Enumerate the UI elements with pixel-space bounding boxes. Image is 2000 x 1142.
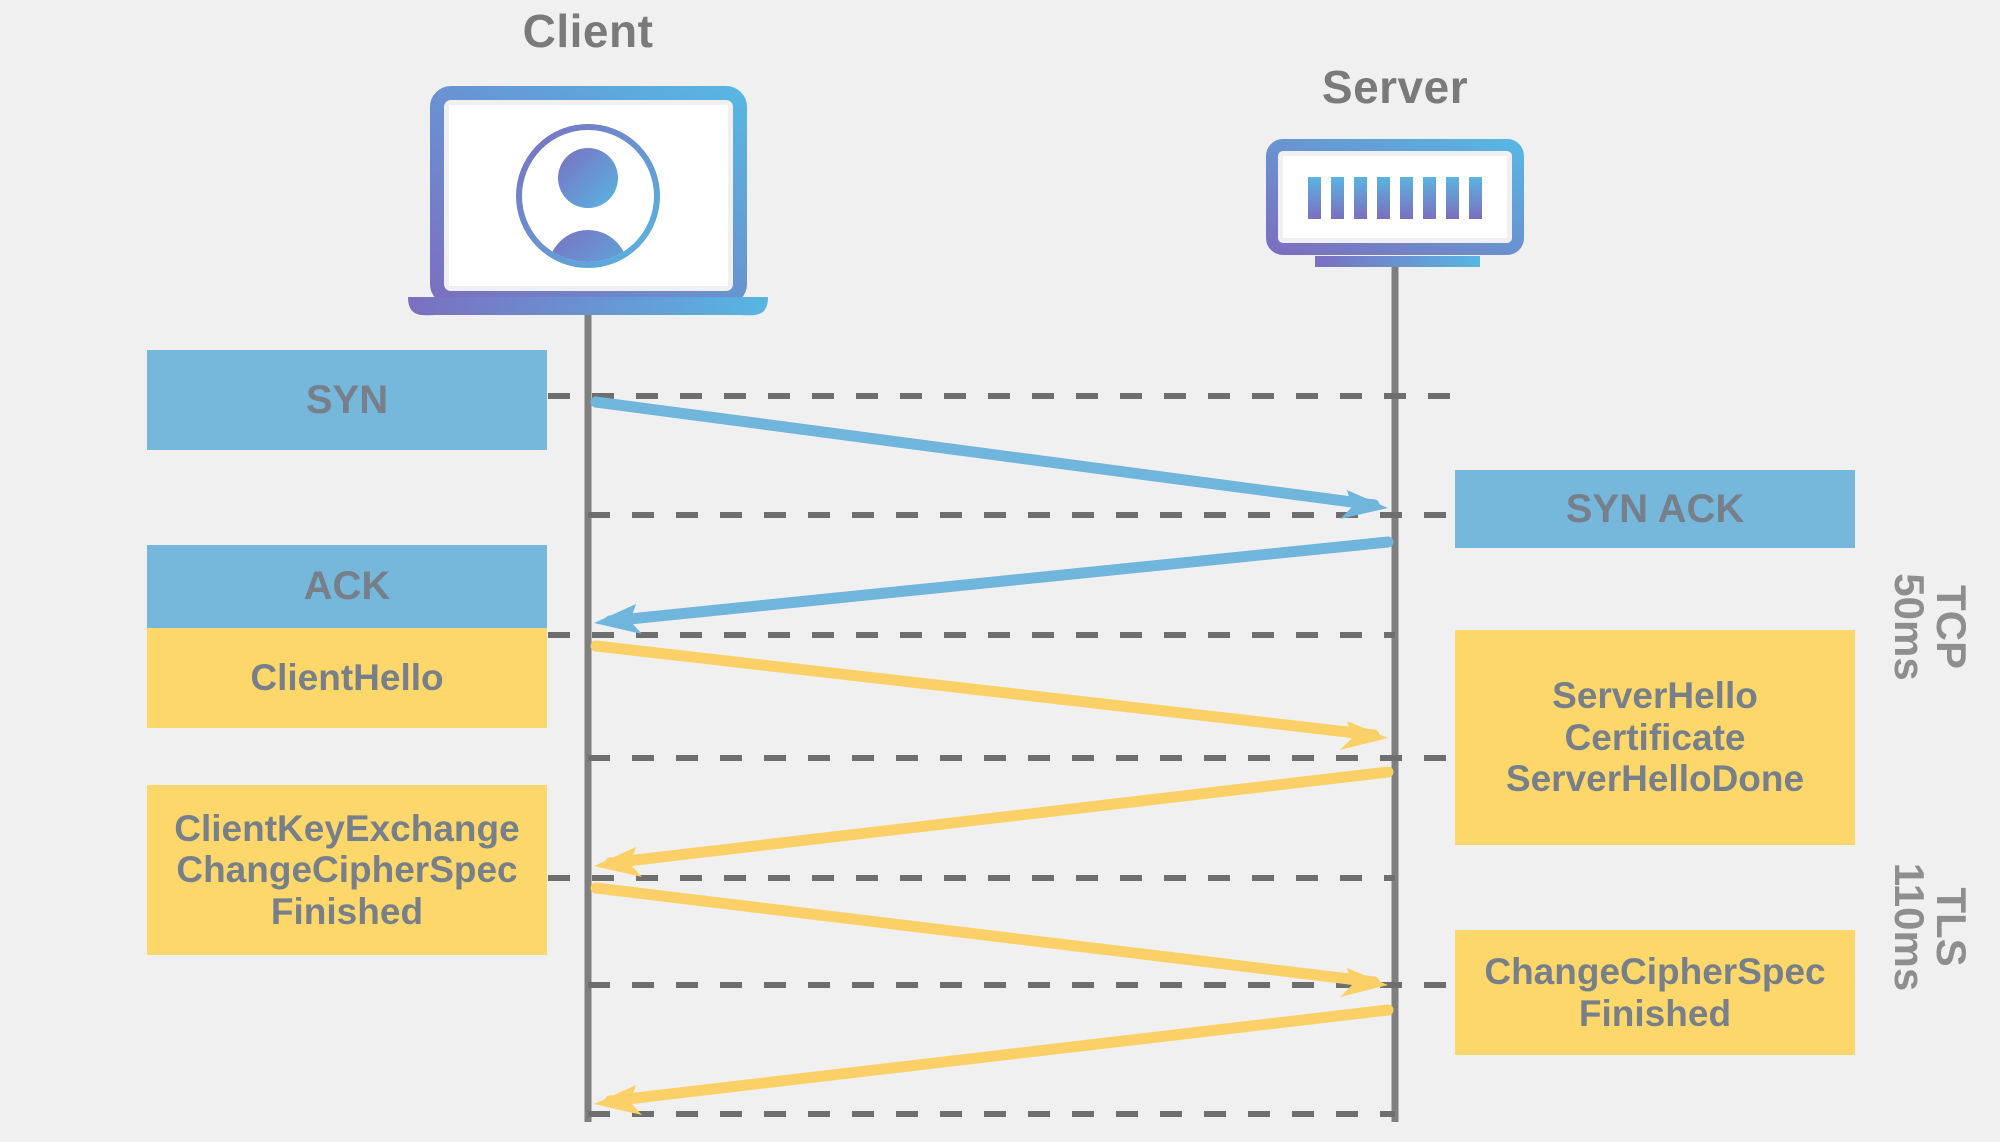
arrow-server-finished [594, 1004, 1394, 1115]
message-box-server-change-cipher[interactable]: ChangeCipherSpec Finished [1455, 930, 1855, 1055]
arrow-client-hello [590, 640, 1388, 750]
arrow-client-key-exchange [590, 882, 1388, 997]
message-label-client-hello: ClientHello [250, 657, 444, 699]
message-label-ack: ACK [303, 564, 391, 609]
message-label-server-hello: ServerHello Certificate ServerHelloDone [1505, 675, 1805, 800]
arrow-syn [590, 396, 1388, 519]
message-label-syn: SYN [305, 377, 389, 422]
message-label-syn-ack: SYN ACK [1565, 486, 1745, 531]
phase-label-tcp: TCP 50ms [1886, 573, 1975, 681]
message-box-client-key-exchange[interactable]: ClientKeyExchange ChangeCipherSpec Finis… [147, 785, 547, 955]
arrow-server-hello [594, 766, 1394, 877]
message-box-ack[interactable]: ACK [147, 545, 547, 628]
phase-label-tls: TLS 110ms [1886, 862, 1975, 992]
message-box-syn[interactable]: SYN [147, 350, 547, 450]
message-label-server-change-cipher: ChangeCipherSpec Finished [1484, 951, 1826, 1034]
message-label-client-key-exchange: ClientKeyExchange ChangeCipherSpec Finis… [174, 807, 520, 932]
arrow-syn-ack [594, 536, 1394, 634]
message-box-server-hello[interactable]: ServerHello Certificate ServerHelloDone [1455, 630, 1855, 845]
laptop-user-icon [408, 86, 768, 316]
server-rack-icon [1266, 139, 1524, 267]
message-box-client-hello[interactable]: ClientHello [147, 628, 547, 728]
dashed-guides [548, 393, 1455, 1117]
message-box-syn-ack[interactable]: SYN ACK [1455, 470, 1855, 548]
actor-label-client: Client [522, 5, 654, 57]
actor-label-server: Server [1321, 61, 1469, 113]
